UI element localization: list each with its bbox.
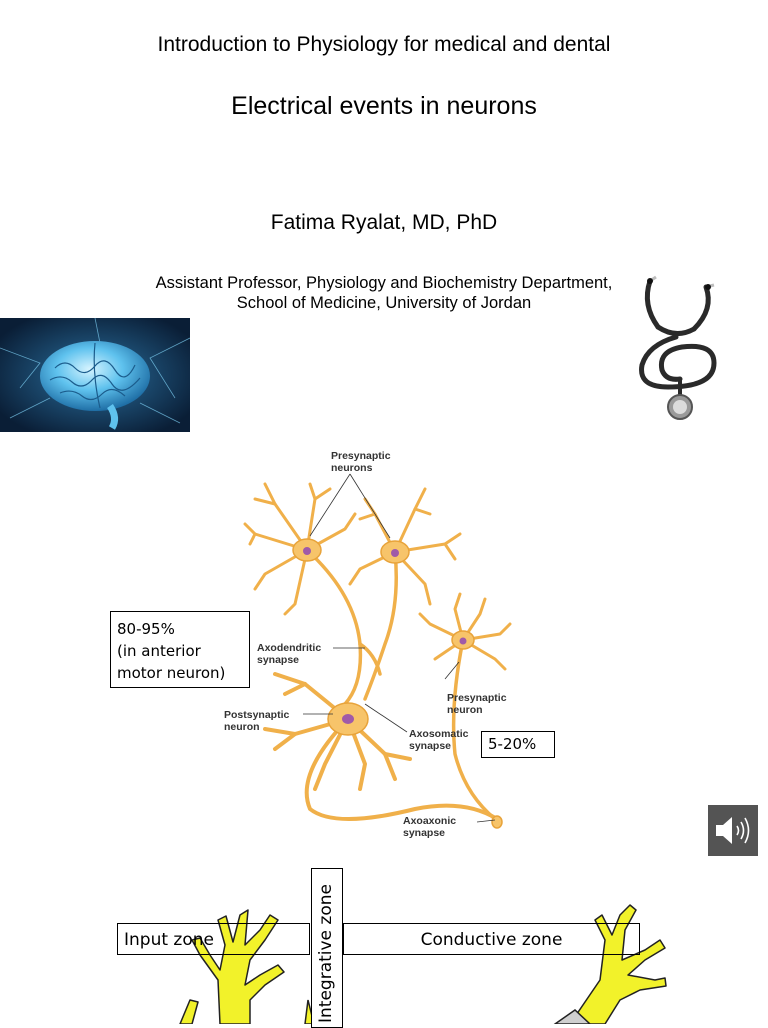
brain-image: [0, 318, 190, 432]
integrative-zone-box: Integrative zone: [311, 868, 343, 1028]
speaker-icon[interactable]: [708, 805, 758, 856]
input-zone-box: Input zone: [117, 923, 310, 955]
affiliation-line-2: School of Medicine, University of Jordan: [236, 294, 532, 312]
conductive-zone-box: Conductive zone: [343, 923, 640, 955]
stethoscope-image: [639, 275, 717, 420]
integrative-zone-label: Integrative zone: [316, 884, 336, 1023]
axosomatic-percent-box: 5-20%: [481, 731, 555, 758]
axodendritic-percent-box: 80-95% (in anterior motor neuron): [110, 611, 250, 688]
lecture-title: Electrical events in neurons: [231, 92, 537, 120]
affiliation-line-1: Assistant Professor, Physiology and Bioc…: [155, 274, 613, 292]
neuron-zones-diagram: [179, 904, 667, 1024]
course-title: Introduction to Physiology for medical a…: [157, 33, 611, 56]
author-name: Fatima Ryalat, MD, PhD: [270, 211, 498, 234]
neuron-synapse-figure: [243, 473, 512, 829]
